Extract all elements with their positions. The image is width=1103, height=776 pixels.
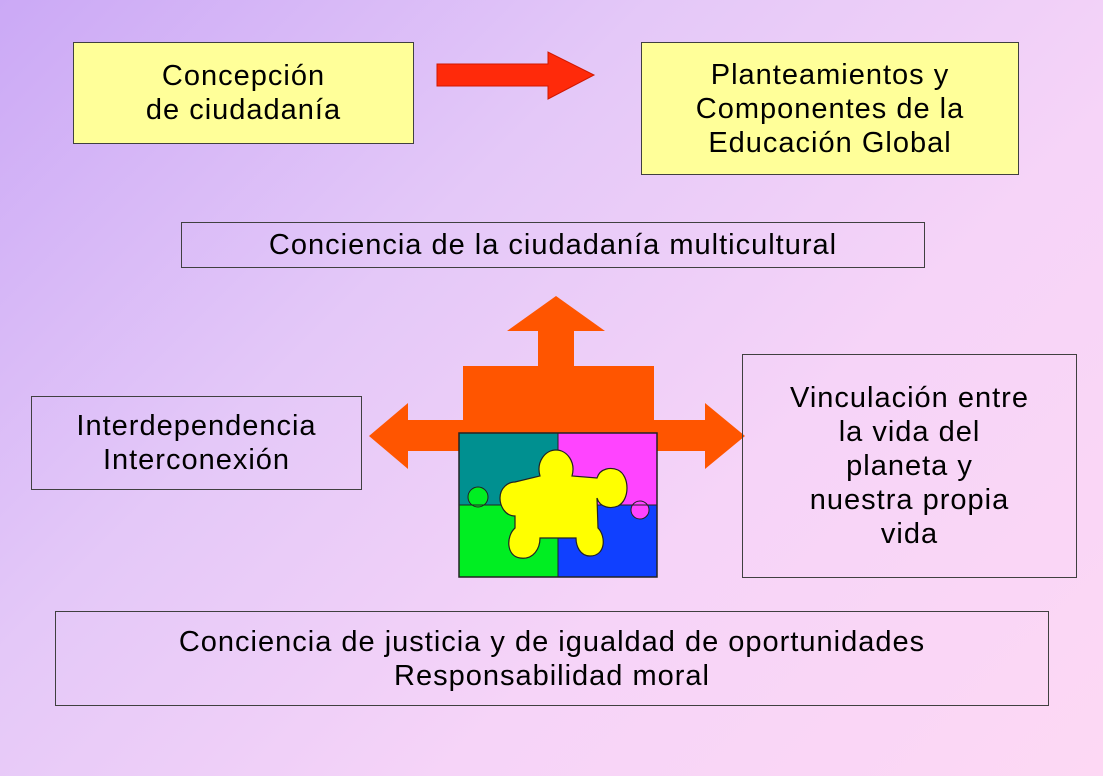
vinculacion-line-2: la vida del [838, 416, 981, 448]
justicia-line-2: Responsabilidad moral [394, 659, 710, 692]
interdependencia-line-1: Interdependencia [76, 410, 317, 442]
conciencia-multicultural-box: Conciencia de la ciudadanía multicultura… [181, 222, 925, 268]
concepcion-line-2: de ciudadanía [145, 94, 342, 126]
justicia-line-1: Conciencia de justicia y de igualdad de … [178, 625, 926, 658]
concepcion-box: Concepción de ciudadanía [73, 42, 414, 144]
vinculacion-line-5: vida [880, 518, 939, 550]
puzzle-piece-center [499, 449, 628, 559]
vinculacion-box: Vinculación entre la vida del planeta y … [742, 354, 1077, 578]
interdependencia-box: Interdependencia Interconexión [31, 396, 362, 490]
planteamientos-line-1: Planteamientos y [710, 58, 950, 91]
jigsaw-puzzle-icon [458, 432, 658, 578]
concepcion-line-1: Concepción [161, 60, 326, 92]
conciencia-multicultural-text: Conciencia de la ciudadanía multicultura… [268, 229, 838, 261]
vinculacion-line-1: Vinculación entre [790, 382, 1029, 414]
justicia-box: Conciencia de justicia y de igualdad de … [55, 611, 1049, 706]
interdependencia-line-2: Interconexión [102, 444, 291, 476]
planteamientos-box: Planteamientos y Componentes de la Educa… [641, 42, 1019, 175]
three-way-arrow-icon [369, 296, 745, 469]
vinculacion-line-3: planeta y [846, 450, 973, 482]
vinculacion-line-4: nuestra propia [809, 484, 1010, 516]
planteamientos-line-2: Componentes de la [695, 92, 965, 125]
right-arrow-icon [436, 51, 596, 100]
planteamientos-line-3: Educación Global [708, 126, 952, 159]
